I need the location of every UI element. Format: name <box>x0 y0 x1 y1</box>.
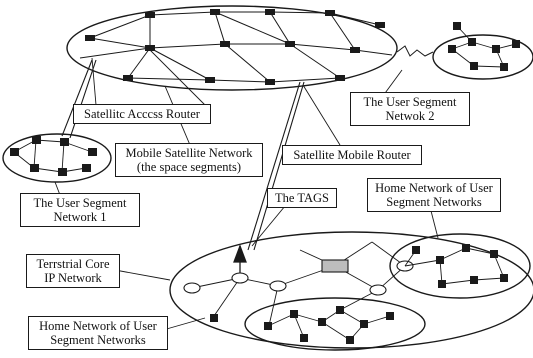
home-bottom-nodes <box>210 306 394 344</box>
label-text: Segment Networks <box>50 333 146 347</box>
user-2-links <box>451 25 517 68</box>
home-network-bottom-ellipse <box>244 297 426 351</box>
label-the-tags: The TAGS <box>267 188 337 208</box>
label-text: Segment Networks <box>386 195 482 209</box>
label-mobile-satellite-network: Mobile Satellite Network (the space segm… <box>115 143 263 177</box>
label-satellite-mobile-router: Satellite Mobile Router <box>282 145 422 165</box>
label-text: (the space segments) <box>136 160 242 174</box>
label-text: Satellite Mobile Router <box>293 148 411 162</box>
satellite-mesh-links <box>79 11 393 83</box>
home-bottom-links <box>267 309 391 341</box>
label-text: The User Segment <box>363 95 457 109</box>
user-1-nodes <box>10 136 97 176</box>
label-text: Network 1 <box>53 210 107 224</box>
label-home-network-bottom: Home Network of User Segment Networks <box>28 316 168 350</box>
label-text: Home Network of User <box>375 181 493 195</box>
label-text: Satellitc Acccss Router <box>84 107 200 121</box>
label-text: IP Network <box>44 271 102 285</box>
terrestrial-routers <box>183 259 414 296</box>
label-terrestrial-core: Terrstrial Core IP Network <box>26 254 120 288</box>
label-text: The TAGS <box>275 191 329 205</box>
home-network-right-ellipse <box>389 233 531 299</box>
label-text: Home Network of User <box>39 319 157 333</box>
label-user-segment-network-2: The User Segment Netwok 2 <box>350 92 470 126</box>
label-text: Netwok 2 <box>385 109 435 123</box>
label-user-segment-network-1: The User Segment Network 1 <box>20 193 140 227</box>
home-right-links <box>404 247 505 285</box>
label-home-network-right: Home Network of User Segment Networks <box>367 178 501 212</box>
user-segment-2-ellipse <box>432 34 533 80</box>
radio-link-user-2 <box>396 45 434 57</box>
satellite-icons <box>85 9 385 85</box>
label-satellite-access-router: Satellitc Acccss Router <box>73 104 211 124</box>
label-text: Terrstrial Core <box>36 257 110 271</box>
label-text: The User Segment <box>33 196 127 210</box>
terrestrial-core-ellipse <box>169 231 533 349</box>
user-segment-1-ellipse <box>2 133 112 183</box>
user-1-links <box>13 139 93 173</box>
label-text: Mobile Satellite Network <box>125 146 253 160</box>
space-segment-ellipse <box>66 5 398 91</box>
